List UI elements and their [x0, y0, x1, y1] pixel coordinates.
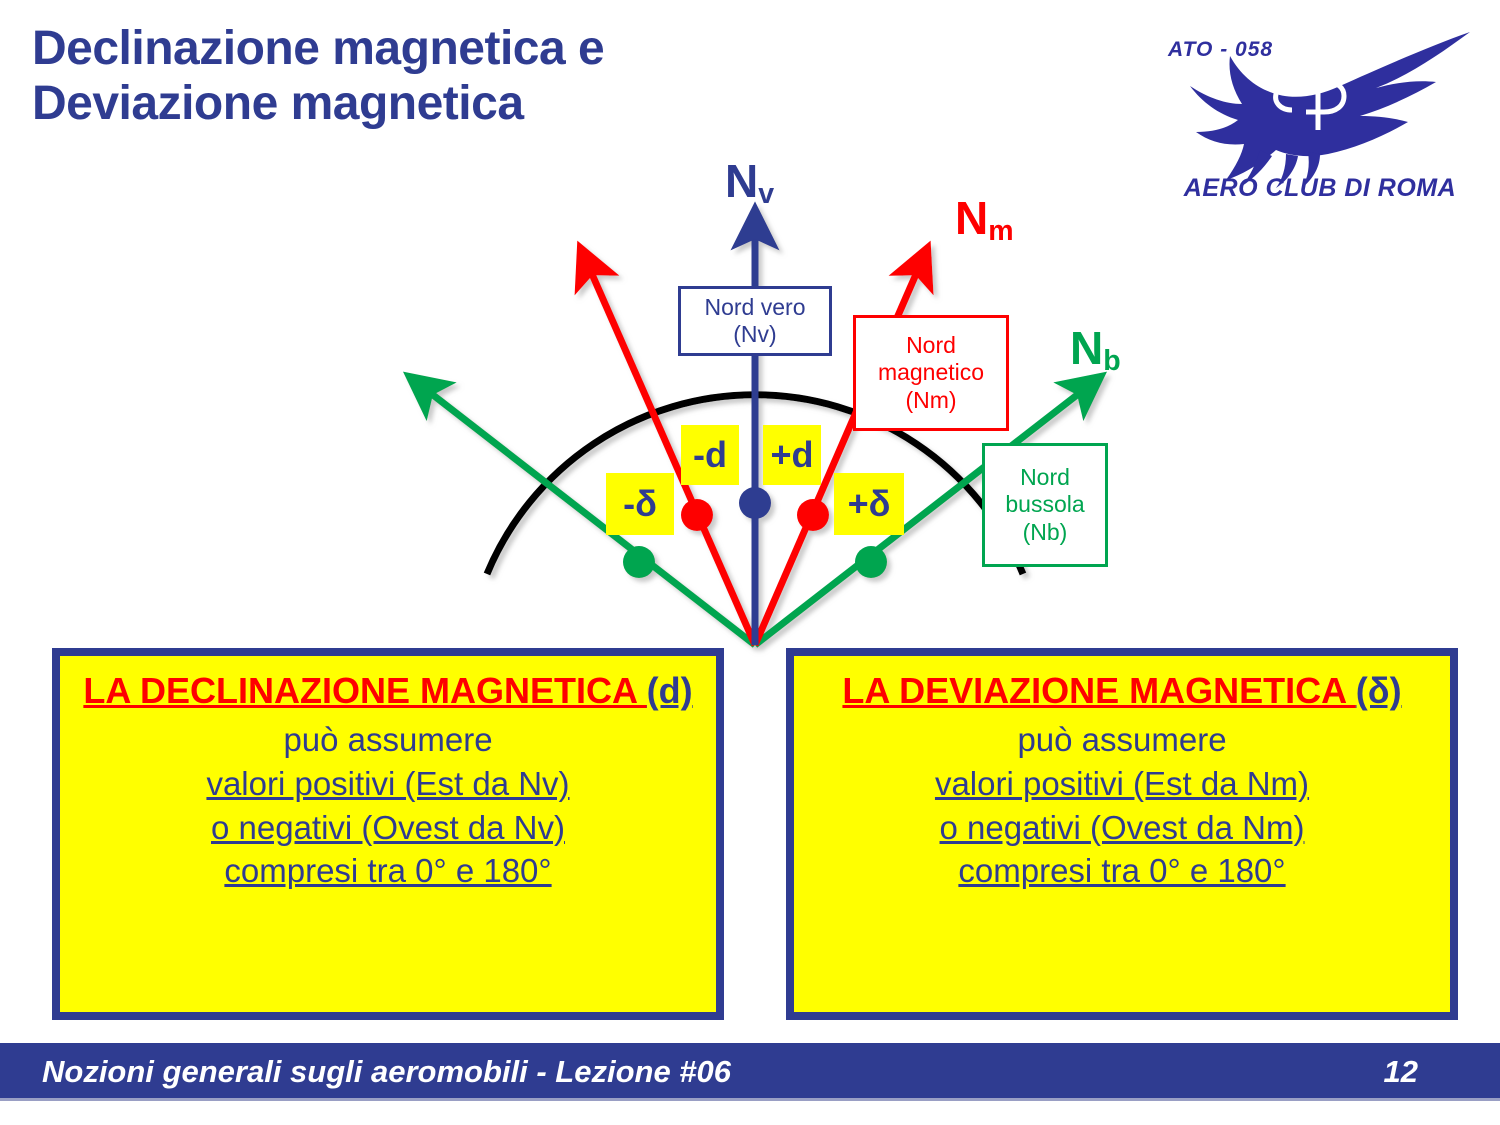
- aero-club-logo: ATO - 058 AERO CLUB DI ROMA: [1140, 14, 1490, 214]
- logo-ato-code: ATO - 058: [1168, 38, 1274, 61]
- label-true-north: Nv: [725, 155, 775, 211]
- statement-right-line1: può assumere: [1017, 721, 1227, 759]
- page-title: Declinazione magnetica e Deviazione magn…: [32, 22, 605, 130]
- footer-page-number: 12: [1383, 1054, 1418, 1089]
- slide-footer: Nozioni generali sugli aeromobili - Lezi…: [0, 1043, 1500, 1101]
- statement-left-line1: può assumere: [283, 721, 493, 759]
- statement-left-heading: LA DECLINAZIONE MAGNETICA (d): [83, 670, 693, 711]
- tag-minus-delta: -δ: [606, 473, 674, 535]
- tag-plus-d: +d: [763, 425, 821, 485]
- statement-right-line2: valori positivi (Est da Nm): [934, 764, 1310, 802]
- footer-course-title: Nozioni generali sugli aeromobili - Lezi…: [42, 1054, 732, 1089]
- logo-org-name: AERO CLUB DI ROMA: [1183, 174, 1457, 202]
- callout-nord-magnetico: Nord magnetico (Nm): [853, 315, 1009, 431]
- label-compass-north: Nb: [1070, 322, 1121, 378]
- statement-right-heading: LA DEVIAZIONE MAGNETICA (δ): [842, 670, 1402, 711]
- statement-right-line4: compresi tra 0° e 180°: [958, 852, 1286, 890]
- statement-right-line3: o negativi (Ovest da Nm): [939, 808, 1305, 846]
- statement-box-deviation: LA DEVIAZIONE MAGNETICA (δ) può assumere…: [786, 648, 1458, 1020]
- callout-nord-bussola: Nord bussola (Nb): [982, 443, 1108, 567]
- compass-rays-svg: [402, 201, 1108, 648]
- statement-left-line3: o negativi (Ovest da Nv): [211, 808, 565, 846]
- tag-plus-delta: +δ: [834, 473, 904, 535]
- compass-diagram: Nv Nm Nb Nord vero (Nv) Nord magnetico (…: [0, 150, 1500, 670]
- tag-minus-d: -d: [681, 425, 739, 485]
- callout-nord-vero: Nord vero (Nv): [678, 286, 832, 356]
- statement-left-line2: valori positivi (Est da Nv): [206, 764, 570, 802]
- label-magnetic-north: Nm: [955, 192, 1014, 248]
- statement-left-line4: compresi tra 0° e 180°: [224, 852, 552, 890]
- statement-box-declination: LA DECLINAZIONE MAGNETICA (d) può assume…: [52, 648, 724, 1020]
- eagle-icon: [1190, 32, 1470, 188]
